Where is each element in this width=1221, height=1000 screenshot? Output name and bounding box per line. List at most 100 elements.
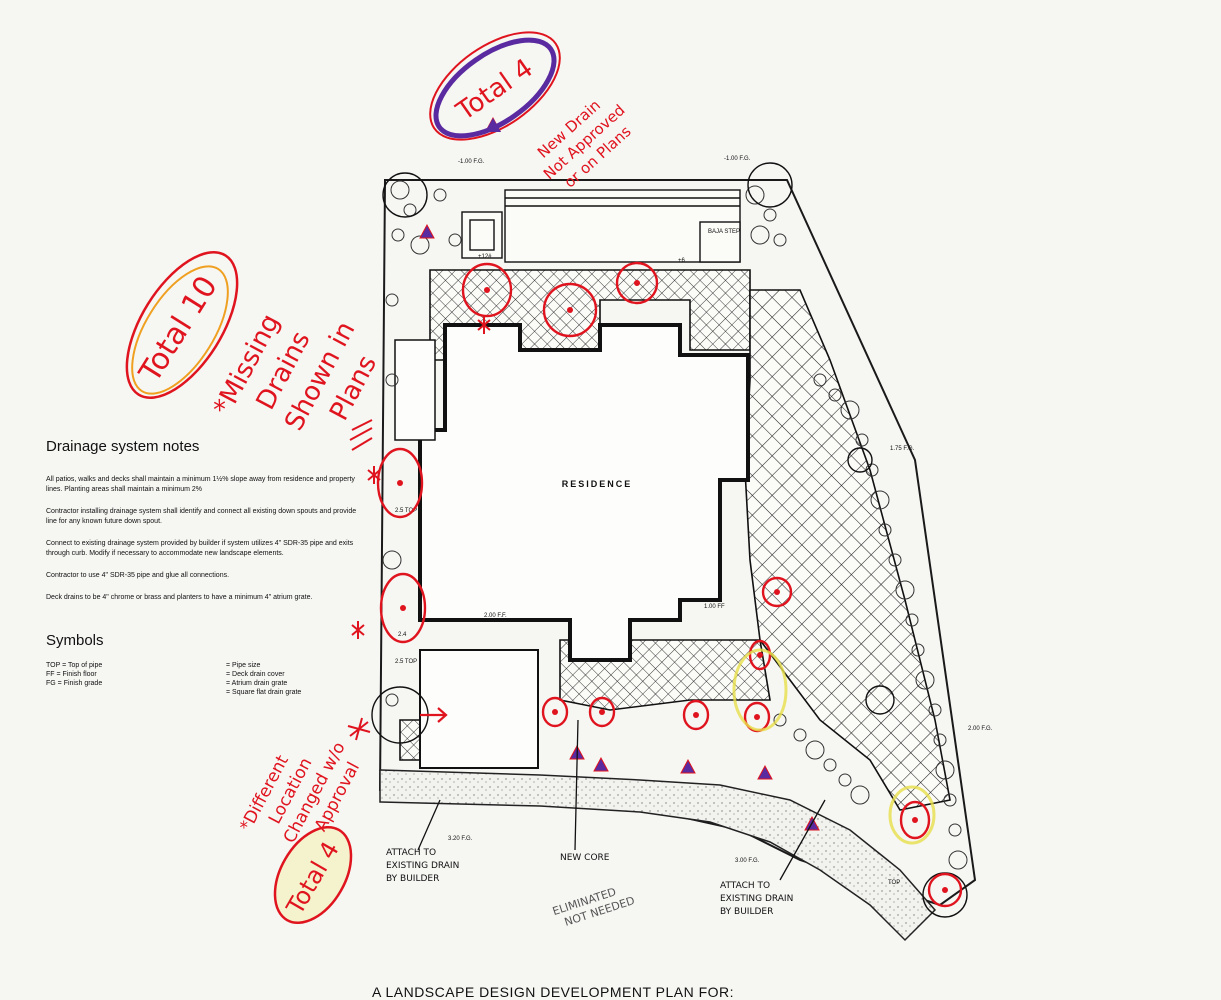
plant-circle (855, 433, 869, 447)
drain-triangle-icon (680, 758, 696, 774)
plant-circle (433, 188, 447, 202)
grade-label: 1.00 FF (704, 604, 725, 610)
symbol-desc: = Square flat drain grate (226, 689, 302, 696)
callout-leaders (417, 719, 826, 881)
symbol-desc: = Atrium drain grate (226, 680, 288, 687)
plant-circle (750, 225, 770, 245)
grade-label: 3.00 F.G. (735, 858, 760, 864)
attach-left-line: BY BUILDER (386, 874, 439, 884)
grade-label: 3.20 F.G. (448, 836, 473, 842)
left-annotation: Total 10 *Missing Drains Shown in Plans (125, 251, 383, 451)
drain-dot (567, 307, 573, 313)
plant-circle (763, 208, 777, 222)
plant-circle (745, 185, 765, 205)
sidewalk-curve (379, 769, 937, 942)
plant-circle (895, 580, 915, 600)
asterisk-marks (351, 316, 491, 639)
tree-circle (847, 447, 873, 473)
drain-triangle-icon (757, 764, 773, 780)
new-core-label: NEW CORE (560, 853, 610, 863)
drainage-note: All patios, walks and decks shall mainta… (46, 476, 355, 493)
grade-label: 2.00 F.F. (484, 613, 507, 619)
attach-right-line: BY BUILDER (720, 907, 773, 917)
plant-circle (948, 850, 968, 870)
missing-drain-circle (761, 576, 793, 608)
left-total-label: Total 10 (132, 270, 225, 389)
drain-dot (693, 712, 699, 718)
symbol-row: = Square flat drain grate (46, 688, 366, 697)
plant-circle (928, 703, 942, 717)
residence-label: RESIDENCE (562, 479, 633, 489)
symbol-abbr: FF = Finish floor (46, 671, 97, 678)
plant-circle (793, 728, 807, 742)
plant-circle (948, 823, 962, 837)
plant-circle (823, 758, 837, 772)
attach-right-line: EXISTING DRAIN (720, 894, 793, 904)
plant-circle (391, 228, 405, 242)
plan-footer-title: A LANDSCAPE DESIGN DEVELOPMENT PLAN FOR: (372, 984, 735, 1000)
grade-label: 2.5 TOP (395, 659, 417, 665)
tree-circle (747, 162, 793, 208)
plant-circle (840, 400, 860, 420)
drain-dot (397, 480, 403, 486)
grade-label: +12# (478, 254, 492, 260)
plant-circle (943, 793, 957, 807)
missing-drain-circle (927, 872, 963, 908)
drain-dot (912, 817, 918, 823)
plant-circle (850, 785, 870, 805)
symbol-row: FG = Finish grade = Atrium drain grate (46, 679, 366, 688)
top-annotation: Total 4 New Drain Not Approved or on Pla… (429, 31, 635, 191)
drain-dot (552, 709, 558, 715)
upper-terrace (461, 189, 741, 263)
grade-labels: -1.00 F.G. -1.00 F.G. +12# +6 1.75 F.G. … (395, 156, 993, 886)
tree-circle (382, 172, 428, 218)
drainage-notes: Drainage system notes All patios, walks … (46, 438, 366, 615)
missing-drain-circle (379, 572, 427, 644)
residence-footprint: RESIDENCE (394, 323, 750, 769)
plant-circle (905, 613, 919, 627)
plant-circle (385, 293, 399, 307)
plant-circle (933, 733, 947, 747)
symbol-desc: = Pipe size (226, 662, 261, 669)
drain-dot (634, 280, 640, 286)
plant-circle (870, 490, 890, 510)
plant-circle (915, 670, 935, 690)
symbol-desc: = Deck drain cover (226, 671, 285, 678)
grade-label: 2.5 TOP (395, 508, 417, 514)
planting-beds (371, 162, 968, 918)
tree-circle (865, 685, 895, 715)
symbol-row: FF = Finish floor = Deck drain cover (46, 670, 366, 679)
drain-triangle-icon (593, 756, 609, 772)
drain-triangle-icon (419, 223, 435, 239)
missing-drain-circle (461, 262, 513, 318)
red-markup-circles (376, 261, 963, 908)
drainage-note: Contractor installing drainage system sh… (46, 508, 357, 525)
drainage-note: Deck drains to be 4" chrome or brass and… (46, 594, 313, 601)
relocation-arrow-icon (420, 707, 448, 723)
symbols-legend: Symbols TOP = Top of pipe = Pipe size FF… (46, 632, 366, 697)
attach-left-line: EXISTING DRAIN (386, 861, 459, 871)
missing-drain-circle (541, 696, 569, 728)
drain-dot (757, 652, 763, 658)
missing-drain-circle (376, 447, 424, 519)
missing-drain-circle (588, 696, 616, 728)
missing-drain-circle (542, 282, 598, 338)
grade-label: -1.00 F.G. (724, 156, 751, 162)
drain-dot (942, 887, 948, 893)
drainage-note: Connect to existing drainage system prov… (46, 540, 354, 557)
grade-label: 2.00 F.G. (968, 726, 993, 732)
symbol-row: TOP = Top of pipe = Pipe size (46, 661, 366, 670)
plant-circle (935, 760, 955, 780)
bottom-annotation: Total 4 *Different Location Changed w/o … (236, 717, 371, 925)
drain-dot (754, 714, 760, 720)
top-total-label: Total 4 (451, 53, 539, 127)
grade-label: 2.4 (398, 632, 407, 638)
grade-label: 1.75 F.G. (890, 446, 915, 452)
callout-text: ATTACH TO EXISTING DRAIN BY BUILDER NEW … (386, 848, 793, 929)
missing-drain-circle (748, 639, 772, 671)
drain-dot (484, 287, 490, 293)
plant-circle (385, 373, 399, 387)
symbol-abbr: FG = Finish grade (46, 680, 103, 687)
drainage-note: Contractor to use 4" SDR-35 pipe and glu… (46, 572, 230, 579)
